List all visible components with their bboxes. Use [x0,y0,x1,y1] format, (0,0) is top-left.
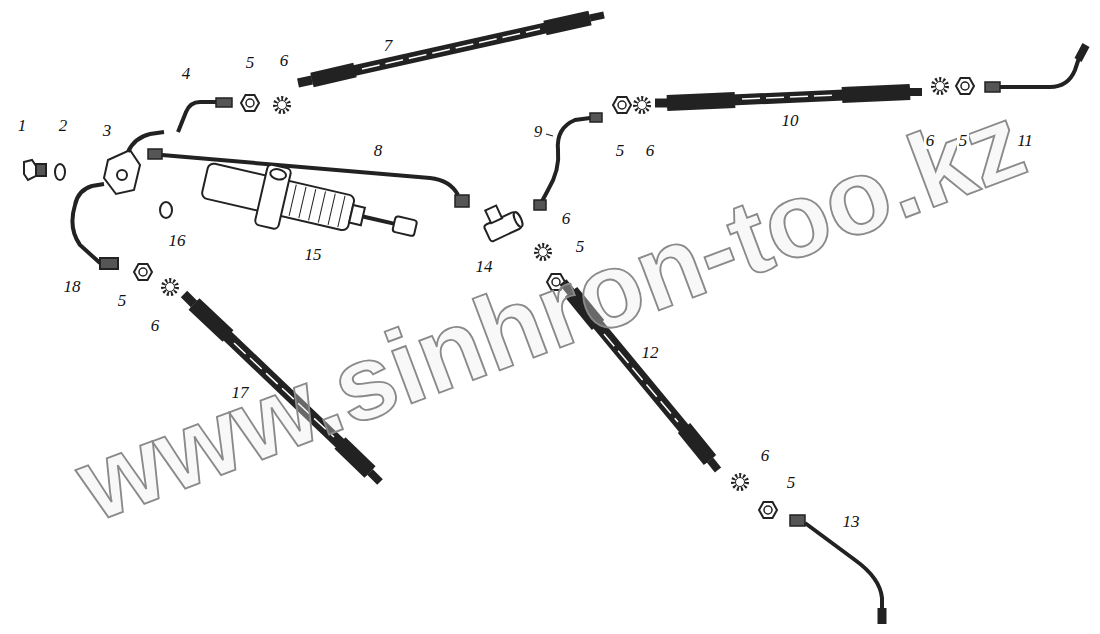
callout-number: 5 [244,54,257,71]
callout-number: 1 [16,117,29,134]
brake-tube [178,98,232,132]
brake-hose [655,92,922,103]
tee-fitting [72,132,164,269]
callout-number: 5 [785,474,798,491]
callout-number: 3 [101,122,114,139]
master-cylinder [160,151,422,260]
callout-number: 6 [560,210,573,227]
callout-number: 5 [957,132,970,149]
callout-number: 6 [924,132,937,149]
brake-tube [790,515,882,624]
callout-number: 11 [1015,132,1035,149]
callout-number: 9 [532,123,545,140]
callout-number: 5 [574,238,587,255]
callout-number: 10 [780,112,801,129]
callout-number: 6 [759,447,772,464]
callout-number: 8 [372,142,385,159]
callout-number: 14 [474,258,495,275]
callout-number: 13 [841,513,862,530]
callout-number: 18 [62,278,83,295]
callout-number: 6 [149,317,162,334]
callout-number: 16 [167,232,188,249]
callout-number: 5 [614,142,627,159]
tee-fitting [478,113,602,242]
callout-number: 6 [644,142,657,159]
callout-number: 7 [382,37,395,54]
callout-number: 12 [640,344,661,361]
brake-tube [985,45,1086,92]
callout-number: 17 [230,384,251,401]
brake-hose [298,15,604,83]
callout-number: 4 [180,65,193,82]
watermark: www.sinhron-too.kz [63,87,1036,538]
callout-number: 15 [303,246,324,263]
banjo-bolt [24,160,65,180]
callout-number: 6 [278,52,291,69]
callout-number: 2 [57,117,70,134]
callout-number: 5 [116,292,129,309]
